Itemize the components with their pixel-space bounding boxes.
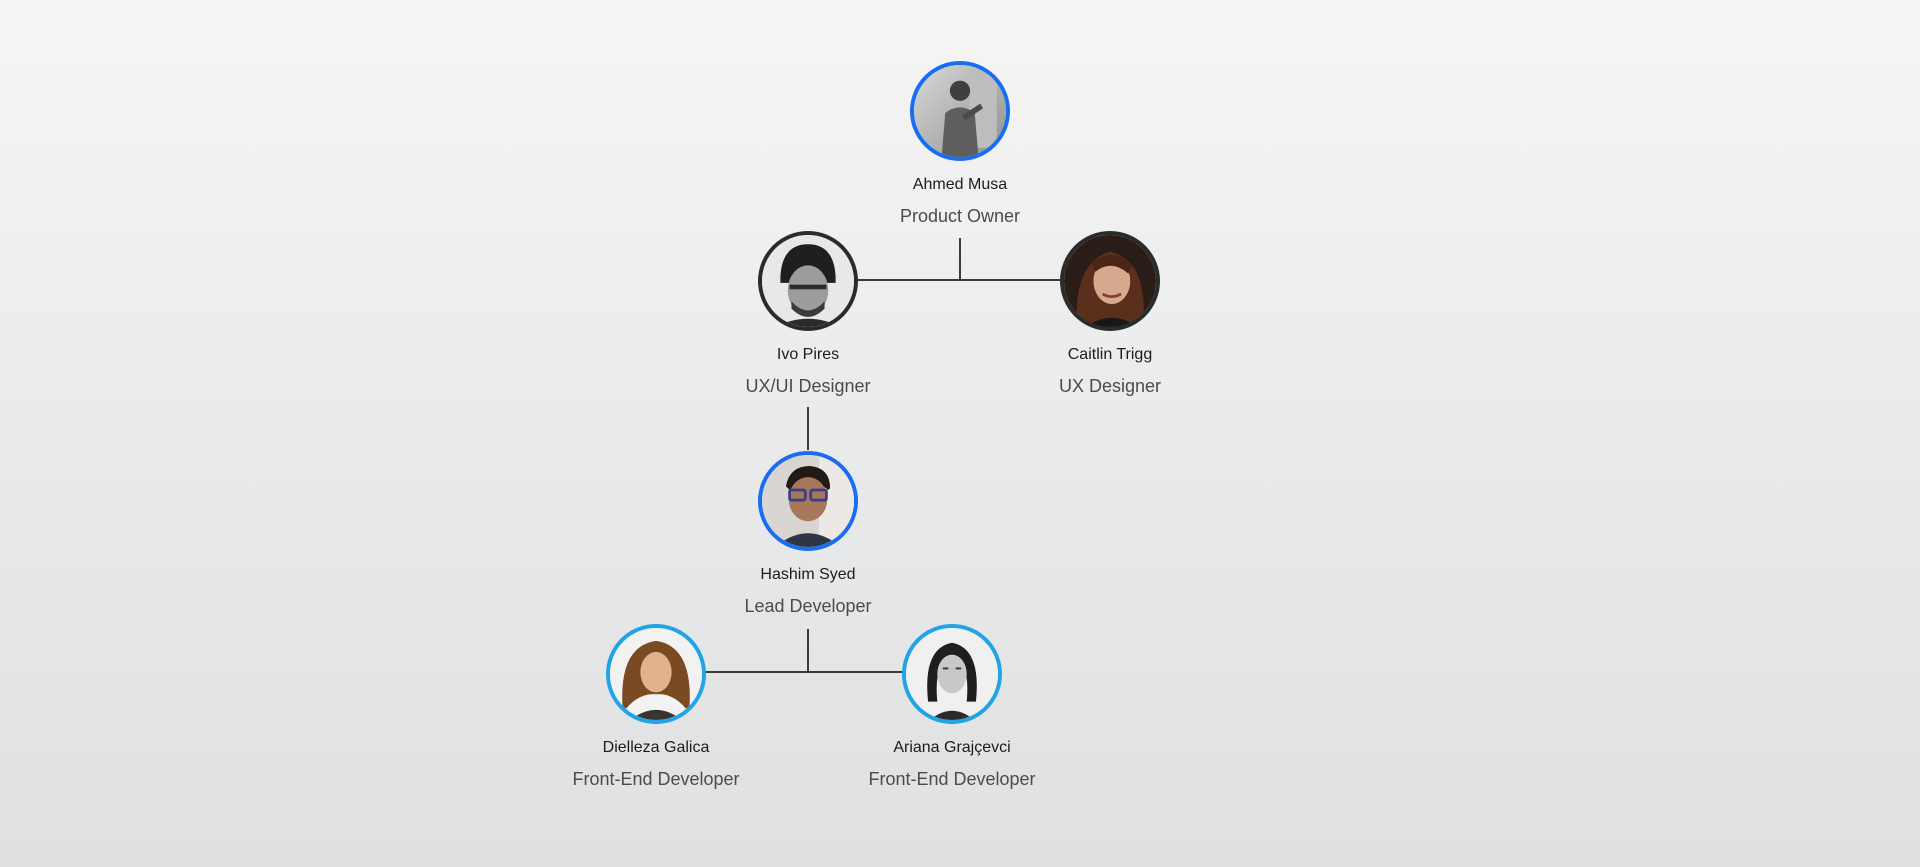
avatar xyxy=(1060,231,1160,331)
node-ariana-grajcevci[interactable]: Ariana Grajçevci Front-End Developer xyxy=(822,624,1082,790)
node-hashim-syed[interactable]: Hashim Syed Lead Developer xyxy=(678,451,938,617)
person-photo-icon xyxy=(906,628,998,720)
person-photo-icon xyxy=(762,235,854,327)
avatar xyxy=(902,624,1002,724)
person-role: Product Owner xyxy=(899,206,1021,226)
person-name: Hashim Syed xyxy=(760,566,856,583)
avatar xyxy=(606,624,706,724)
person-photo-icon xyxy=(1064,235,1156,327)
avatar xyxy=(758,451,858,551)
person-name: Caitlin Trigg xyxy=(1067,346,1153,363)
person-role: UX/UI Designer xyxy=(745,376,871,396)
node-ivo-pires[interactable]: Ivo Pires UX/UI Designer xyxy=(678,231,938,397)
node-dielleza-galica[interactable]: Dielleza Galica Front-End Developer xyxy=(526,624,786,790)
avatar xyxy=(758,231,858,331)
person-photo-icon xyxy=(762,455,854,547)
person-name: Ahmed Musa xyxy=(912,176,1008,193)
person-role: Front-End Developer xyxy=(572,769,740,789)
node-caitlin-trigg[interactable]: Caitlin Trigg UX Designer xyxy=(980,231,1240,397)
person-photo-icon xyxy=(610,628,702,720)
person-role: Front-End Developer xyxy=(868,769,1036,789)
person-name: Ivo Pires xyxy=(776,346,840,363)
person-role: Lead Developer xyxy=(744,596,872,616)
person-photo-icon xyxy=(914,65,1006,157)
person-name: Ariana Grajçevci xyxy=(893,739,1011,756)
person-name: Dielleza Galica xyxy=(602,739,710,756)
person-role: UX Designer xyxy=(1058,376,1162,396)
node-ahmed-musa[interactable]: Ahmed Musa Product Owner xyxy=(830,61,1090,227)
avatar xyxy=(910,61,1010,161)
